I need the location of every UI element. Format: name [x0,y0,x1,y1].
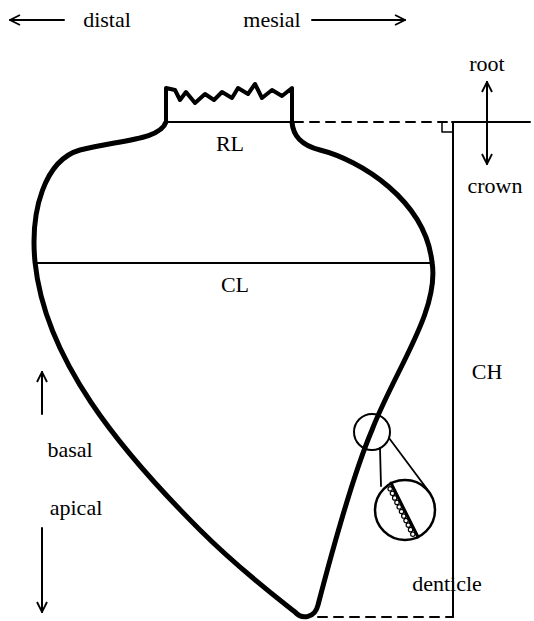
denticle-row [388,487,415,537]
denticle-bump [399,509,403,513]
denticle-bump [404,518,408,522]
mesial-arrow [312,19,405,21]
root-line-extension [294,121,452,123]
region-label: crown [468,175,523,197]
tooth-root [166,84,292,122]
right-angle-mark [442,122,453,132]
denticle-bump [408,527,412,531]
crown-height-line [452,122,454,617]
part-label: denticle [412,573,482,595]
distal-arrow [10,19,64,21]
measure-label: RL [216,133,244,155]
root-crown-divider [452,121,530,123]
denticle-bump [406,523,410,527]
basal-arrow [41,372,43,414]
magnify-circle [354,414,390,450]
denticle-bump [411,532,415,536]
direction-label: distal [83,9,131,31]
measure-label: CL [221,274,249,296]
denticle-bump [390,491,394,495]
direction-label: apical [50,497,103,519]
crown-length-line [35,262,432,264]
tooth-crown-outline [34,122,433,617]
direction-label: basal [47,439,92,461]
region-label: root [469,53,504,75]
enlarged-edge [391,483,418,537]
denticle-bump [392,496,396,500]
direction-label: mesial [243,9,300,31]
apical-arrow [41,528,43,612]
tip-line-extension [318,616,453,618]
denticle-bump [395,500,399,504]
denticle-bump [402,514,406,518]
magnify-line [380,448,381,486]
root-line [166,121,292,123]
denticle-bump [397,505,401,509]
measure-label: CH [472,361,503,383]
enlarged-circle [375,480,435,540]
denticle-bump [388,487,392,491]
